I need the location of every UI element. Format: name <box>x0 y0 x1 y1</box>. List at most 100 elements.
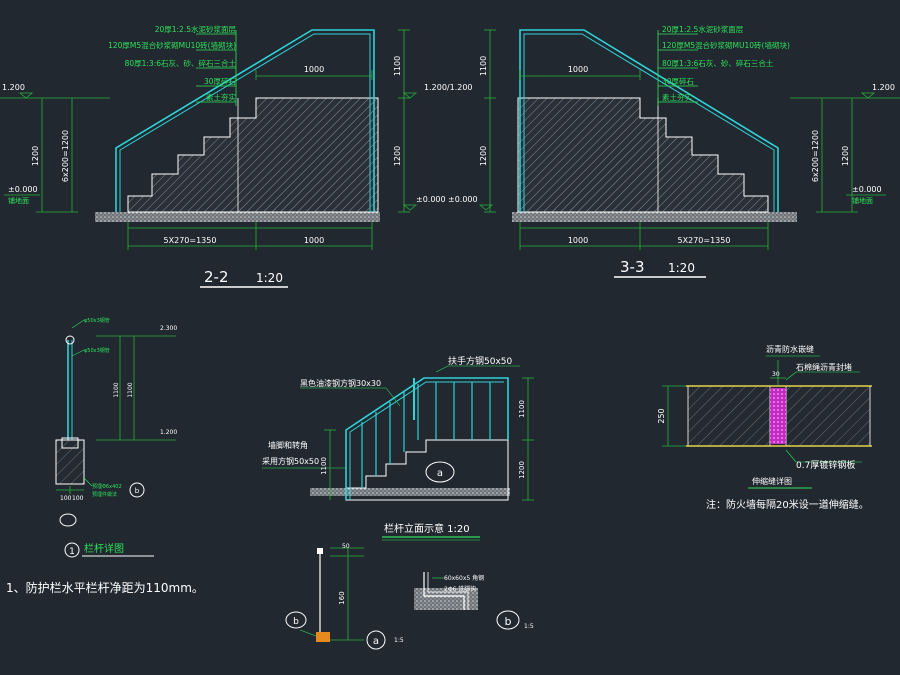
dim-height-right: 1200 <box>393 146 402 166</box>
railing-inner <box>119 33 371 212</box>
layer-label-2: 120厚M5混合砂浆砌MU10砖(墙砌块) <box>662 40 790 50</box>
leader-1 <box>71 319 85 329</box>
ref-b-circle-b <box>496 610 520 630</box>
stair-mass <box>127 97 379 213</box>
level-bottom: 1.200 <box>160 429 177 436</box>
dim-1-vertical <box>96 335 176 441</box>
level-zero-left: ±0.000 <box>8 185 38 194</box>
ref-a-circle <box>366 630 386 650</box>
layer-label-2: 120厚M5混合砂浆砌MU10砖(墙砌块) <box>108 40 236 50</box>
detail-1: 100 100 φ50x3钢管 φ50x3钢管 1100 1100 2.300 … <box>55 317 177 558</box>
dim-rail: 1100 <box>479 56 488 76</box>
angle-steel <box>423 572 465 610</box>
elevation-title: 栏杆立面示意 1:20 <box>384 522 470 535</box>
dim-left <box>0 97 110 213</box>
layer-label-1: 20厚1:2.5水泥砂浆面层 <box>662 24 744 34</box>
label-bottom2: 采用方钢50x50 <box>262 456 319 466</box>
level-top-left: 1.200 <box>2 83 25 92</box>
rail-outline <box>345 377 509 500</box>
joint-fill <box>770 388 786 444</box>
dim-elev <box>324 377 534 501</box>
section-scale: 1:20 <box>256 271 283 285</box>
level-marker-right <box>860 92 876 99</box>
label-post: 黑色油漆钢方钢30x30 <box>300 378 381 388</box>
section-2-2: 20厚1:2.5水泥砂浆面层 120厚M5混合砂浆砌MU10砖(墙砌块) 80厚… <box>0 24 473 288</box>
joint-title: 伸缩缝详图 <box>752 476 792 486</box>
expansion-joint: 250 30 沥青防水嵌缝 石棉绳沥青封堵 0.7厚镀锌钢板 伸缩缝详图 注：防… <box>657 344 872 511</box>
dim-top-text: 1000 <box>304 65 324 74</box>
dim-1100: 1100 <box>518 400 526 418</box>
dim-steps-v: 6x200=1200 <box>811 130 820 182</box>
post-cap <box>317 548 323 554</box>
dim-left-33 <box>484 29 496 213</box>
dim-bottom-right: 1000 <box>304 236 324 245</box>
level-top: 2.300 <box>160 325 177 332</box>
dim-bottom-33 <box>519 222 769 250</box>
dim-steps-v: 6x200=1200 <box>61 130 70 182</box>
wall-left <box>687 385 771 447</box>
footing <box>55 439 85 485</box>
section-scale: 1:20 <box>668 261 695 275</box>
layer-label-3: 80厚1:3:6石灰、砂、碎石三合土 <box>125 58 237 68</box>
ref-circle <box>425 461 455 483</box>
ground-strip <box>310 488 510 496</box>
label-mid-pipe: φ50x3钢管 <box>84 347 110 354</box>
section-title: 2-2 <box>204 268 229 286</box>
layer-label-4: 30厚碎石 <box>204 76 237 86</box>
level-marker-zero <box>478 204 494 211</box>
layer-labels-33: 20厚1:2.5水泥砂浆面层 120厚M5混合砂浆砌MU10砖(墙砌块) 80厚… <box>662 24 790 102</box>
level-zero-right: ±0.000 <box>852 185 882 194</box>
base-b <box>414 588 478 610</box>
dim-bottom-left: 5X270=1350 <box>164 236 217 245</box>
layer-labels: 20厚1:2.5水泥砂浆面层 120厚M5混合砂浆砌MU10砖(墙砌块) 80厚… <box>108 24 236 102</box>
label-bottom1: 墙脚和转角 <box>268 440 308 450</box>
dim-right-33 <box>790 97 900 213</box>
general-note: 1、防护栏水平栏杆净距为110mm。 <box>6 580 204 595</box>
layer-label-3: 80厚1:3:6石灰、砂、碎石三合土 <box>662 58 774 68</box>
label-bolt: 预埋Φ6x402 <box>92 483 122 490</box>
leader-r2 <box>785 449 797 463</box>
dim-top-text: 1000 <box>568 65 588 74</box>
stair-mass-33 <box>517 97 769 213</box>
detail-b: 60x60x5 角钢 2Φ6 铁脚钩 b 1:5 <box>414 572 534 630</box>
scale-a: 1:5 <box>394 637 404 644</box>
ground-note-right: 铺地面 <box>852 196 873 205</box>
layer-label-5: 素土夯实 <box>206 92 236 102</box>
railing-inner-33 <box>523 33 775 212</box>
dim-w2: 100 <box>72 495 84 502</box>
pipe-top <box>65 335 75 345</box>
layer-leaders-33 <box>657 30 698 106</box>
ref-a: a <box>437 468 443 479</box>
dim-b: 1100 <box>127 382 134 397</box>
balusters <box>361 382 491 488</box>
wall-right <box>785 385 871 447</box>
leader-2 <box>71 349 85 357</box>
dim-250-text: 250 <box>657 408 666 423</box>
detail-a: b 50 160 a 1:5 <box>285 543 404 650</box>
dim-1100b: 1100 <box>320 457 328 475</box>
label-top: 沥青防水嵌缝 <box>766 344 814 354</box>
scale-b: 1:5 <box>524 623 534 630</box>
dim-160: 160 <box>338 591 346 604</box>
label-steel: 60x60x5 角钢 <box>444 574 484 582</box>
dim-bottom <box>127 222 373 250</box>
dim-top <box>255 70 373 80</box>
level-zero-left: ±0.000 <box>448 195 478 204</box>
angle-steel-inner <box>427 572 469 610</box>
level-pair: 1.200/1.200 <box>424 83 473 92</box>
dim-top-33 <box>519 70 641 80</box>
leader-a <box>299 629 317 637</box>
ref-b: b <box>135 487 140 495</box>
dim-30-text: 30 <box>772 371 780 378</box>
ground-base-33 <box>512 212 797 222</box>
layer-label-1: 20厚1:2.5水泥砂浆面层 <box>155 24 237 34</box>
dim-rail: 1100 <box>393 56 402 76</box>
level-marker-right <box>402 92 418 99</box>
dim-bottom-right: 5X270=1350 <box>678 236 731 245</box>
ground-note-left: 铺地面 <box>8 196 29 205</box>
rail-inner <box>349 381 504 500</box>
layer-label-5: 素土夯实 <box>662 92 692 102</box>
dim-50: 50 <box>342 543 350 550</box>
ref-a: a <box>373 636 379 647</box>
